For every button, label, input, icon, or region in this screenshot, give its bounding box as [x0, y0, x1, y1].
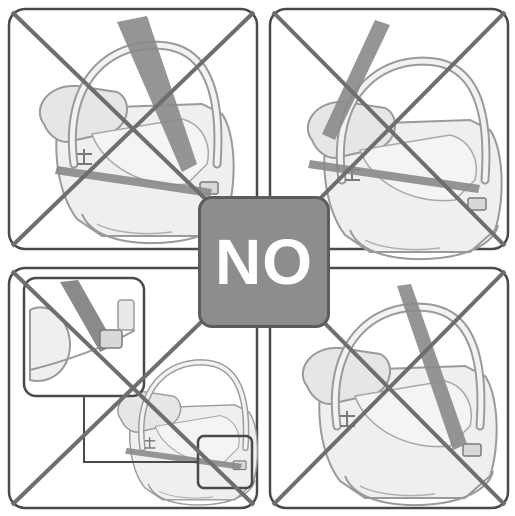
no-label: NO [215, 230, 313, 294]
no-badge: NO [198, 196, 330, 328]
inset-detail [24, 278, 144, 396]
